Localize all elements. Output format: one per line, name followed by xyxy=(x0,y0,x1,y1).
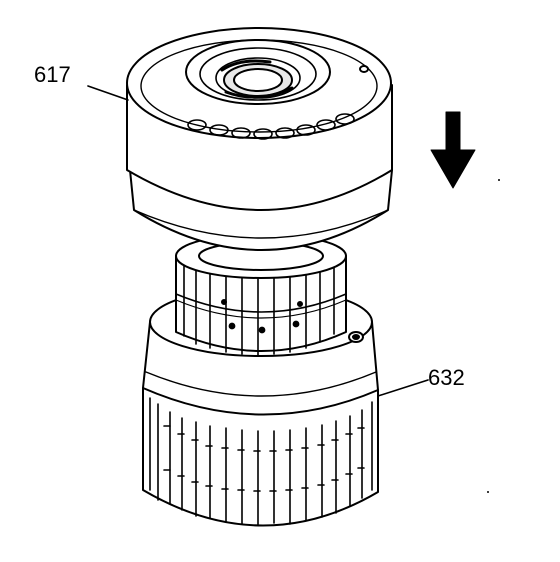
hub-spline-teeth xyxy=(149,397,373,526)
clutch-drum-617 xyxy=(126,27,393,251)
drum-bleed-holes xyxy=(187,113,355,140)
center-splined-gear xyxy=(175,233,347,356)
callout-label-632: 632 xyxy=(428,365,465,390)
leader-line-632 xyxy=(377,379,429,397)
down-arrow-icon xyxy=(430,111,476,189)
leader-line-617 xyxy=(87,85,129,101)
callout-label-617: 617 xyxy=(34,62,71,87)
